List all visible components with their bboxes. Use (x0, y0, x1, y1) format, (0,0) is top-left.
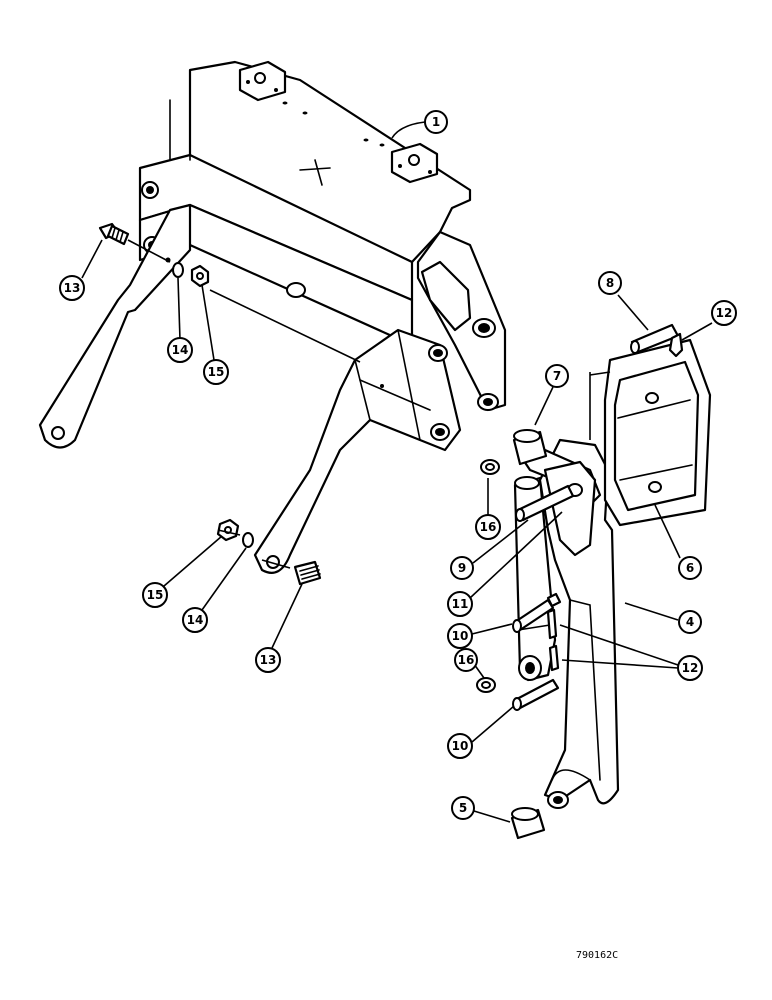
drawing-code: 790162C (576, 950, 618, 961)
svg-text:15: 15 (208, 365, 225, 379)
washer-upper (172, 262, 184, 278)
svg-text:14: 14 (172, 343, 189, 357)
callout-15-upper: 15 (201, 284, 229, 385)
svg-text:16: 16 (458, 653, 475, 667)
left-arm-plate (38, 203, 192, 449)
bushing-upper (512, 429, 548, 466)
svg-text:11: 11 (452, 597, 469, 611)
bolt-lower (261, 559, 322, 586)
callout-9: 9 (450, 519, 529, 580)
pin-10-lower (512, 678, 560, 711)
svg-text:16: 16 (480, 520, 497, 534)
callout-7: 7 (534, 364, 569, 426)
cotter-pin-top (668, 332, 684, 358)
svg-text:4: 4 (686, 615, 694, 629)
svg-text:14: 14 (187, 613, 204, 627)
main-frame-bracket (138, 60, 507, 412)
svg-text:10: 10 (452, 739, 469, 753)
callout-14-upper: 14 (167, 277, 193, 363)
callout-13-upper: 13 (59, 239, 103, 301)
svg-text:6: 6 (686, 561, 694, 575)
svg-text:7: 7 (553, 369, 561, 383)
svg-text:13: 13 (64, 281, 81, 295)
callout-6: 6 (654, 504, 702, 580)
svg-text:15: 15 (147, 588, 164, 602)
svg-text:10: 10 (452, 629, 469, 643)
svg-text:12: 12 (682, 661, 699, 675)
callout-12-lower: 12 (559, 624, 703, 681)
callout-10-lower: 10 (447, 705, 515, 759)
callout-15-lower: 15 (142, 535, 223, 608)
cotter-pins-lower (546, 608, 560, 672)
spring-washer-lower (476, 677, 496, 693)
callout-5: 5 (451, 796, 511, 823)
svg-text:1: 1 (432, 115, 440, 129)
callout-10-upper: 10 (447, 623, 513, 649)
callout-13-lower: 13 (255, 583, 303, 673)
bolt-upper (98, 222, 171, 263)
callout-16-lower: 16 (454, 648, 485, 679)
svg-text:13: 13 (260, 653, 277, 667)
svg-text:12: 12 (716, 306, 733, 320)
callout-14-lower: 14 (182, 547, 247, 633)
callout-8: 8 (598, 271, 649, 331)
nut-upper (190, 264, 210, 288)
bushing-lower (510, 807, 546, 840)
svg-text:5: 5 (459, 801, 467, 815)
mounting-pad (589, 338, 712, 527)
pivot-arm (518, 438, 620, 809)
right-arm-bracket (253, 328, 462, 574)
svg-text:9: 9 (458, 561, 466, 575)
callout-12-top: 12 (681, 300, 737, 341)
spring-washer-upper (480, 459, 500, 475)
callout-11: 11 (447, 511, 563, 617)
pin-9 (515, 484, 575, 522)
pin-10-upper (512, 592, 562, 633)
callout-1: 1 (391, 110, 448, 139)
callout-16-upper: 16 (475, 478, 501, 540)
svg-text:8: 8 (606, 276, 614, 290)
callout-4: 4 (624, 602, 702, 634)
washer-lower (242, 532, 254, 548)
